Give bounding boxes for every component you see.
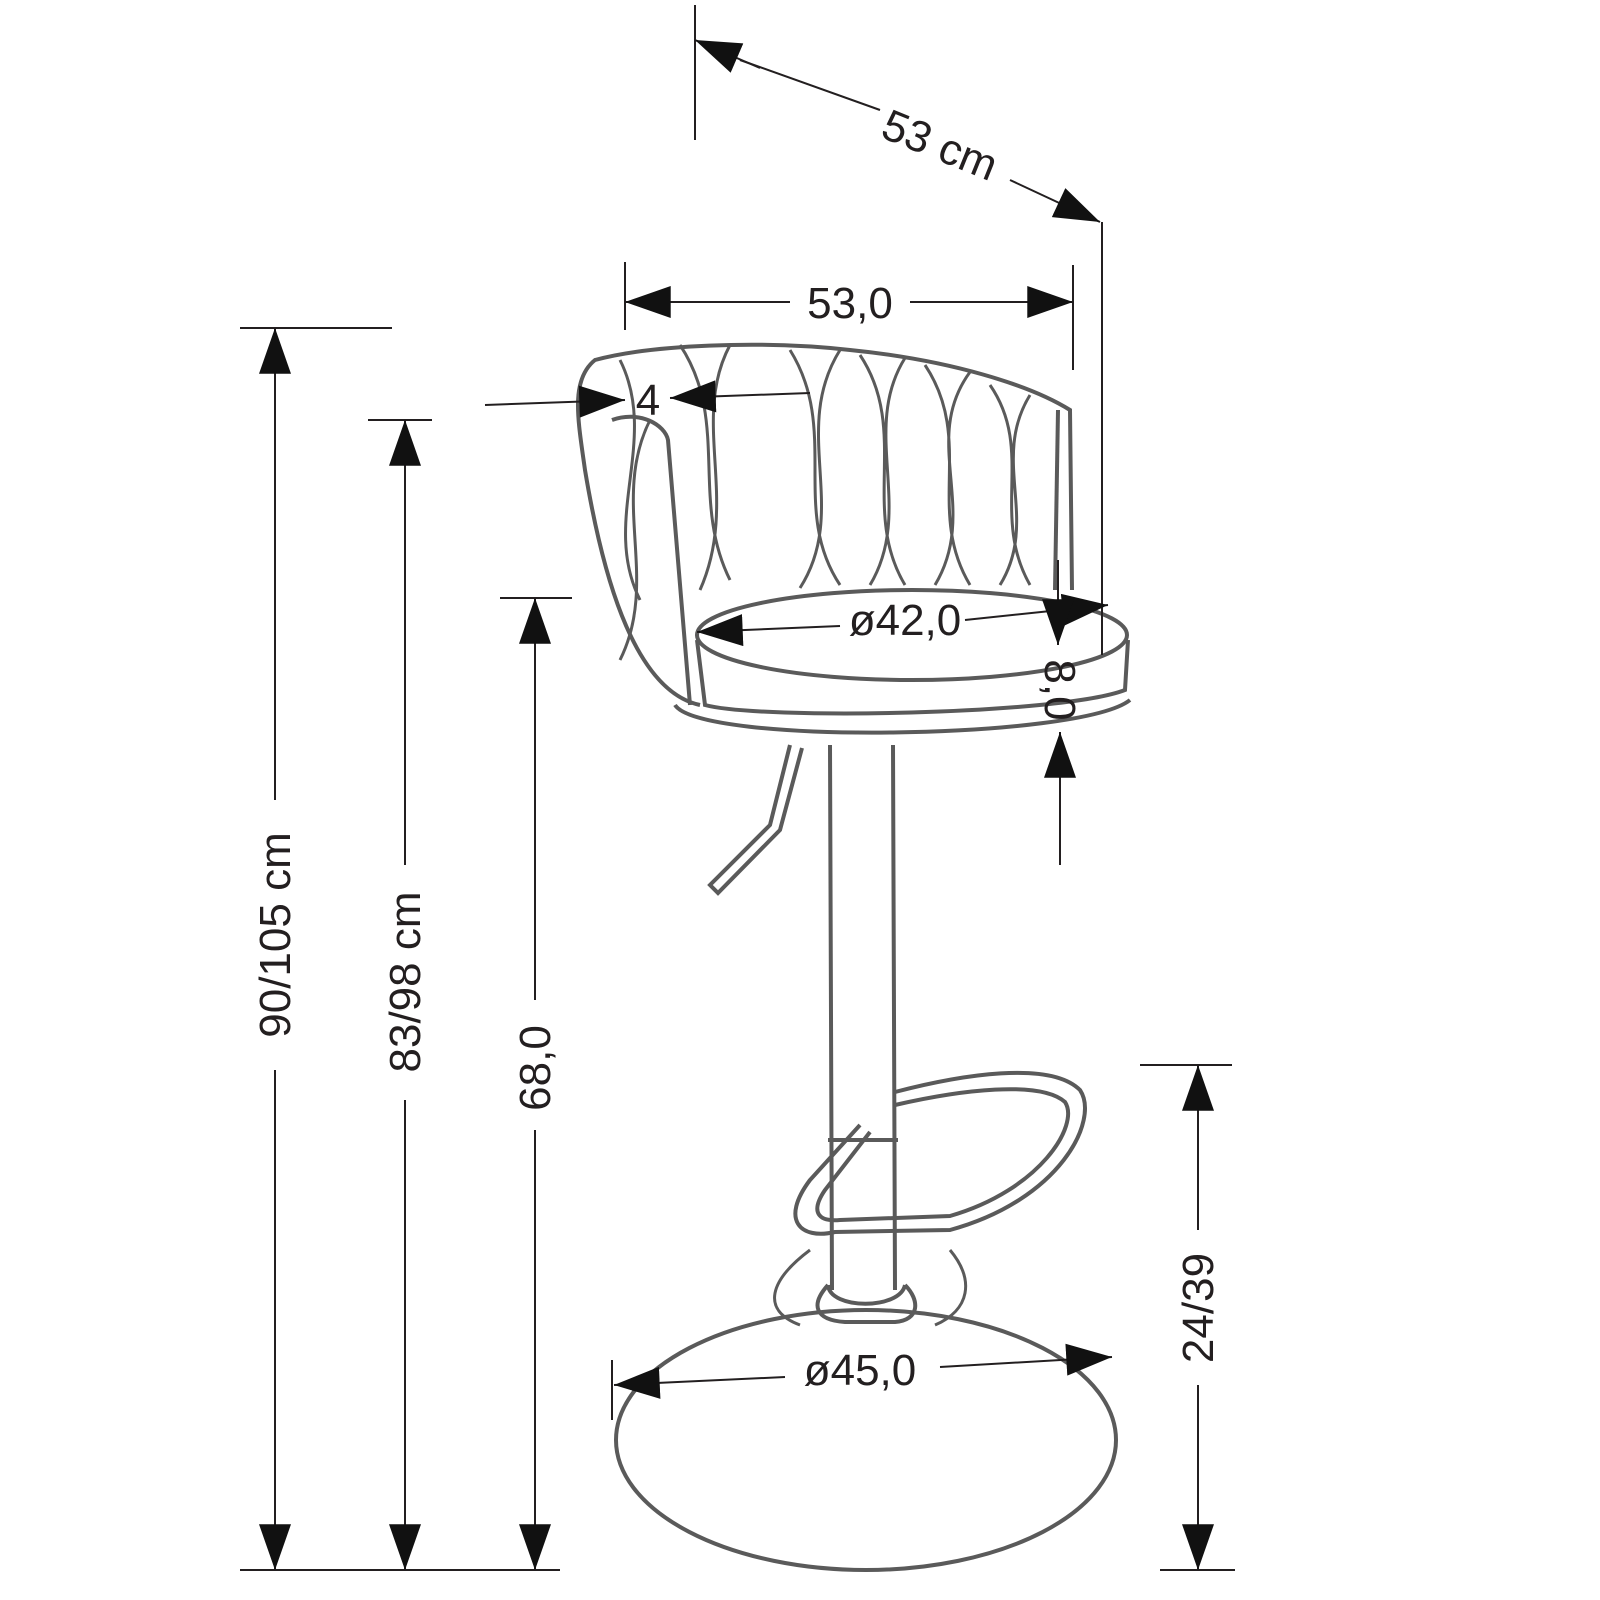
seat-thickness-label: 8,0 bbox=[1035, 659, 1084, 720]
dimension-total-height: 90/105 cm bbox=[240, 327, 560, 1571]
backrest-thickness-label: 4 bbox=[636, 376, 660, 425]
stool-outline bbox=[576, 342, 1132, 1572]
dimension-base-diameter: ø45,0 bbox=[611, 1343, 1113, 1420]
dimension-backrest-thickness: 4 bbox=[484, 376, 811, 425]
footrest-height-label: 24/39 bbox=[1174, 1253, 1223, 1363]
dimension-seat-thickness: 8,0 bbox=[1035, 560, 1084, 865]
column bbox=[828, 744, 898, 1291]
armrest-height-label: 83/98 cm bbox=[381, 892, 430, 1073]
dimension-armrest-height: 83/98 cm bbox=[368, 419, 432, 1570]
dimension-seat-diameter: ø42,0 bbox=[696, 593, 1109, 647]
footrest-ring bbox=[793, 1070, 1087, 1236]
seat-diameter-label: ø42,0 bbox=[849, 596, 962, 645]
total-height-label: 90/105 cm bbox=[251, 832, 300, 1037]
woven-pattern bbox=[618, 344, 1032, 661]
dimension-seat-height: 68,0 bbox=[500, 597, 572, 1570]
base-diameter-label: ø45,0 bbox=[804, 1346, 917, 1395]
dimension-footrest-height: 24/39 bbox=[1140, 1064, 1235, 1571]
dimension-depth: 53 cm bbox=[694, 5, 1103, 655]
width-label: 53,0 bbox=[807, 279, 893, 328]
gas-lever bbox=[707, 744, 804, 896]
seat-height-label: 68,0 bbox=[511, 1025, 560, 1111]
dimension-width: 53,0 bbox=[624, 262, 1074, 370]
depth-label: 53 cm bbox=[875, 100, 1004, 190]
base-plate bbox=[614, 1308, 1118, 1572]
backrest bbox=[576, 342, 1074, 707]
